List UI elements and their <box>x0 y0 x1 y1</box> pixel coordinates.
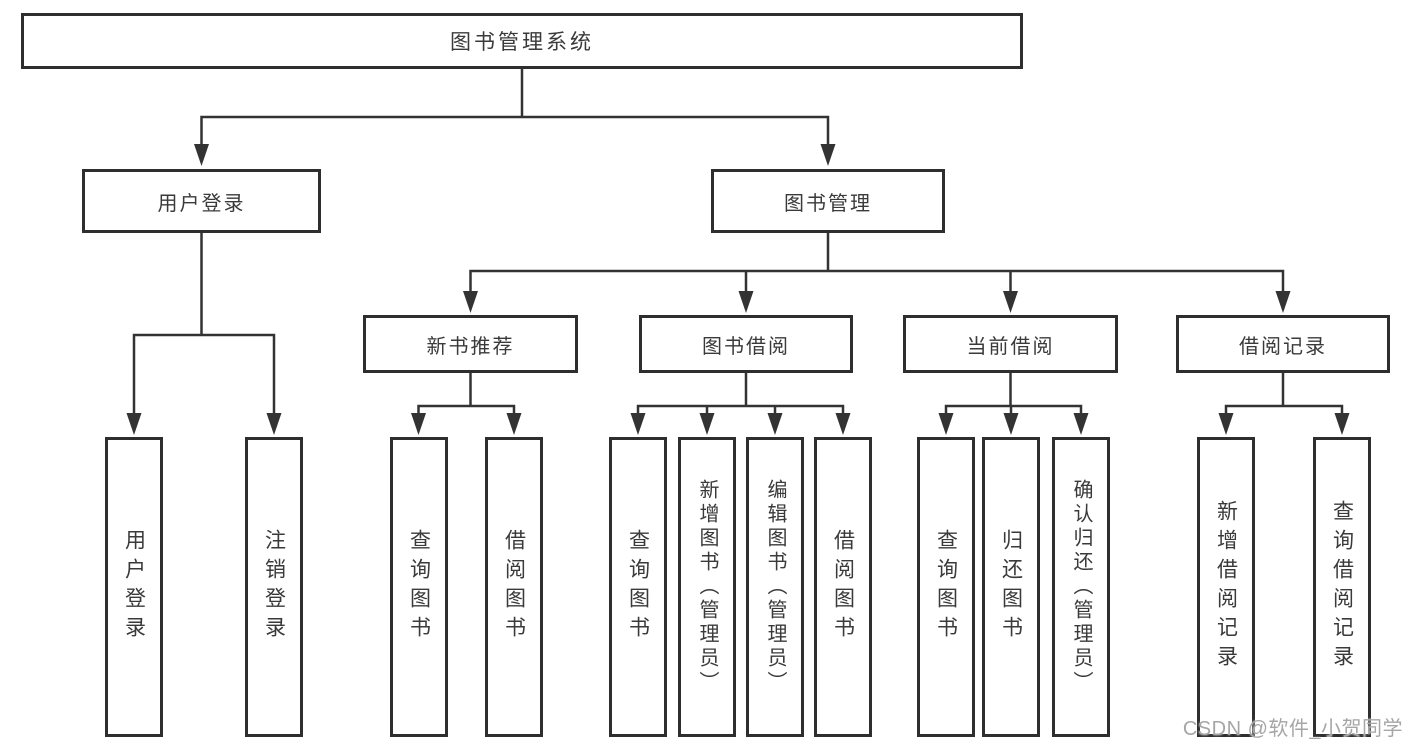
node-root: 图书管理系统 <box>21 13 1023 69</box>
node-new-book-recommendation: 新书推荐 <box>363 315 578 373</box>
leaf-add-borrow-record-label: 新增借阅记录 <box>1214 500 1238 674</box>
node-user-login-label: 用户登录 <box>157 192 246 215</box>
node-user-login: 用户登录 <box>82 169 321 233</box>
leaf-confirm-return-admin-label: 确认归还（管理员） <box>1070 479 1092 695</box>
leaf-query-books-1: 查询图书 <box>390 437 448 737</box>
leaf-borrow-books-2: 借阅图书 <box>814 437 872 737</box>
leaf-logout: 注销登录 <box>245 437 303 737</box>
leaf-query-books-2: 查询图书 <box>609 437 667 737</box>
node-borrowing-records: 借阅记录 <box>1176 315 1390 373</box>
leaf-return-books-label: 归还图书 <box>999 529 1023 645</box>
node-book-management-label: 图书管理 <box>784 192 872 215</box>
leaf-confirm-return-admin: 确认归还（管理员） <box>1052 437 1110 737</box>
leaf-query-books-2-label: 查询图书 <box>626 529 650 645</box>
leaf-add-books-admin: 新增图书（管理员） <box>678 437 736 737</box>
leaf-edit-books-admin-label: 编辑图书（管理员） <box>764 479 786 695</box>
leaf-add-books-admin-label: 新增图书（管理员） <box>696 479 718 695</box>
csdn-watermark: CSDN @软件_小贺同学 <box>1182 718 1403 740</box>
node-new-book-recommendation-label: 新书推荐 <box>426 335 515 358</box>
leaf-borrow-books-1: 借阅图书 <box>485 437 543 737</box>
leaf-return-books: 归还图书 <box>982 437 1040 737</box>
leaf-query-books-3-label: 查询图书 <box>934 529 958 645</box>
leaf-borrow-books-1-label: 借阅图书 <box>502 529 526 645</box>
leaf-user-login-label: 用户登录 <box>122 529 146 645</box>
leaf-edit-books-admin: 编辑图书（管理员） <box>746 437 804 737</box>
leaf-borrow-books-2-label: 借阅图书 <box>831 529 855 645</box>
leaf-logout-label: 注销登录 <box>262 529 286 645</box>
leaf-add-borrow-record: 新增借阅记录 <box>1197 437 1255 737</box>
leaf-query-books-3: 查询图书 <box>917 437 975 737</box>
node-book-borrowing: 图书借阅 <box>639 315 853 373</box>
leaf-query-borrow-record: 查询借阅记录 <box>1313 437 1371 737</box>
node-current-borrowing: 当前借阅 <box>903 315 1118 373</box>
node-borrowing-records-label: 借阅记录 <box>1239 335 1327 358</box>
node-book-borrowing-label: 图书借阅 <box>702 335 790 358</box>
node-root-label: 图书管理系统 <box>450 31 594 54</box>
leaf-user-login: 用户登录 <box>105 437 163 737</box>
leaf-query-books-1-label: 查询图书 <box>407 529 431 645</box>
node-book-management: 图书管理 <box>711 169 945 233</box>
node-current-borrowing-label: 当前借阅 <box>966 335 1055 358</box>
leaf-query-borrow-record-label: 查询借阅记录 <box>1330 500 1354 674</box>
